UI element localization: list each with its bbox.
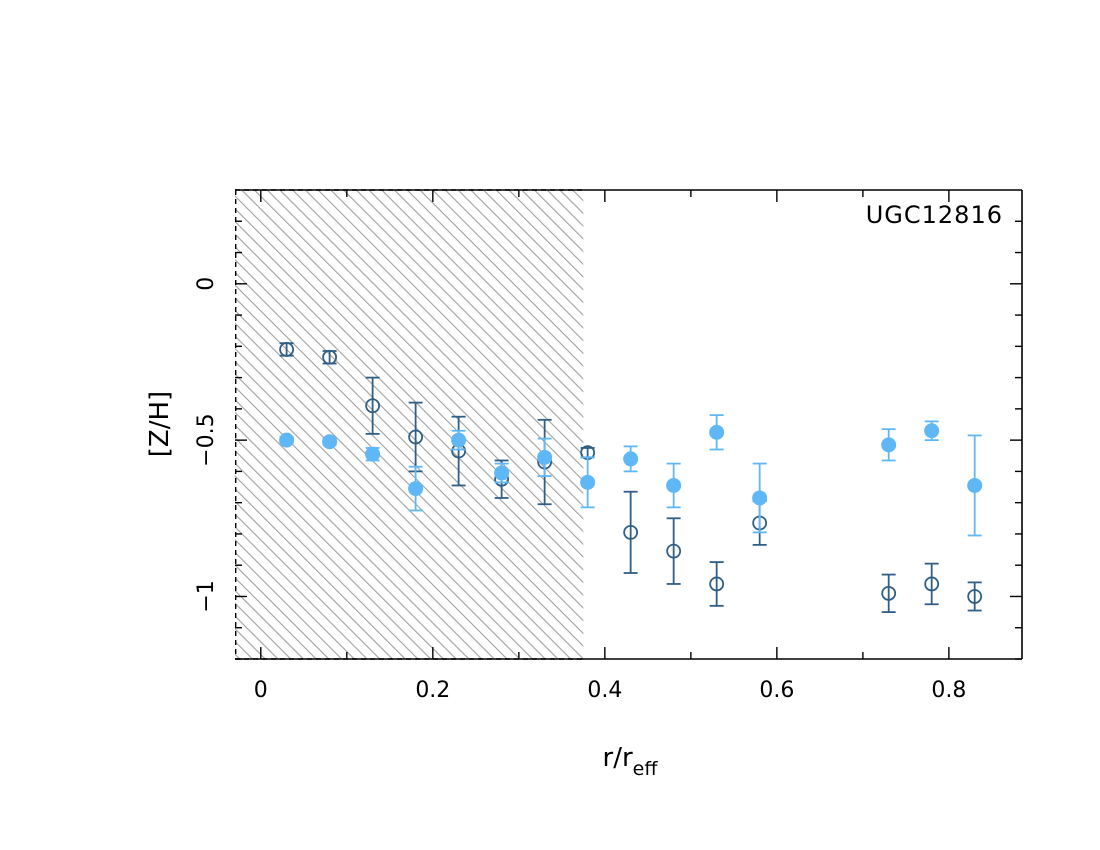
filled-data-point	[451, 429, 467, 451]
filled-marker	[881, 437, 897, 453]
open-marker	[322, 349, 338, 365]
filled-marker	[709, 424, 725, 440]
open-data-point	[279, 342, 295, 357]
x-tick-label: 0.8	[931, 678, 966, 703]
filled-data-point	[924, 420, 940, 442]
x-tick-label: 0	[254, 678, 268, 703]
filled-data-point	[322, 434, 338, 450]
axis-tick-labels: 0 0.2 0.4 0.6 0.8 0 −0.5 −1	[194, 277, 966, 703]
filled-marker	[924, 423, 940, 439]
filled-marker	[365, 446, 381, 462]
filled-marker	[537, 449, 553, 465]
x-tick-label: 0.6	[759, 678, 794, 703]
open-marker	[365, 398, 381, 414]
filled-marker	[451, 432, 467, 448]
y-tick-label: −1	[194, 580, 219, 612]
filled-data-point	[881, 428, 897, 462]
open-data-point	[451, 415, 467, 487]
open-data-point	[924, 562, 940, 606]
open-data-point	[365, 376, 381, 435]
x-tick-label: 0.4	[587, 678, 622, 703]
open-data-point	[322, 349, 338, 365]
data-points	[279, 342, 983, 613]
filled-marker	[666, 477, 682, 493]
open-marker	[408, 429, 424, 445]
y-tick-label: 0	[194, 277, 219, 291]
open-data-point	[623, 490, 639, 574]
filled-marker	[623, 451, 639, 467]
filled-marker	[494, 465, 510, 481]
filled-marker	[279, 432, 295, 448]
filled-marker	[408, 481, 424, 497]
open-marker	[881, 585, 897, 601]
filled-data-point	[365, 446, 381, 462]
y-axis-label: [Z/H]	[145, 391, 175, 457]
open-data-point	[666, 517, 682, 585]
open-marker	[666, 543, 682, 559]
open-marker	[924, 576, 940, 592]
y-tick-label: −0.5	[194, 413, 219, 466]
x-axis-label: r/reff	[603, 743, 659, 780]
filled-data-point	[752, 462, 768, 534]
open-marker	[623, 524, 639, 540]
filled-marker	[322, 434, 338, 450]
filled-marker	[752, 490, 768, 506]
x-tick-label: 0.2	[415, 678, 450, 703]
galaxy-label: UGC12816	[866, 201, 1003, 229]
filled-data-point	[279, 432, 295, 448]
filled-data-point	[494, 462, 510, 484]
open-data-point	[709, 561, 725, 607]
filled-data-point	[623, 445, 639, 473]
open-marker	[279, 342, 295, 357]
filled-data-point	[709, 414, 725, 451]
filled-data-point	[408, 465, 424, 512]
axis-ticks	[235, 190, 1022, 660]
filled-data-point	[580, 456, 596, 509]
filled-data-point	[537, 437, 553, 477]
filled-marker	[580, 474, 596, 490]
filled-marker	[967, 477, 983, 493]
open-marker	[967, 589, 983, 604]
excluded-region-hatch	[235, 190, 584, 659]
open-data-point	[881, 573, 897, 613]
filled-data-point	[666, 462, 682, 509]
open-marker	[709, 576, 725, 592]
filled-data-point	[967, 434, 983, 537]
open-data-point	[967, 581, 983, 612]
